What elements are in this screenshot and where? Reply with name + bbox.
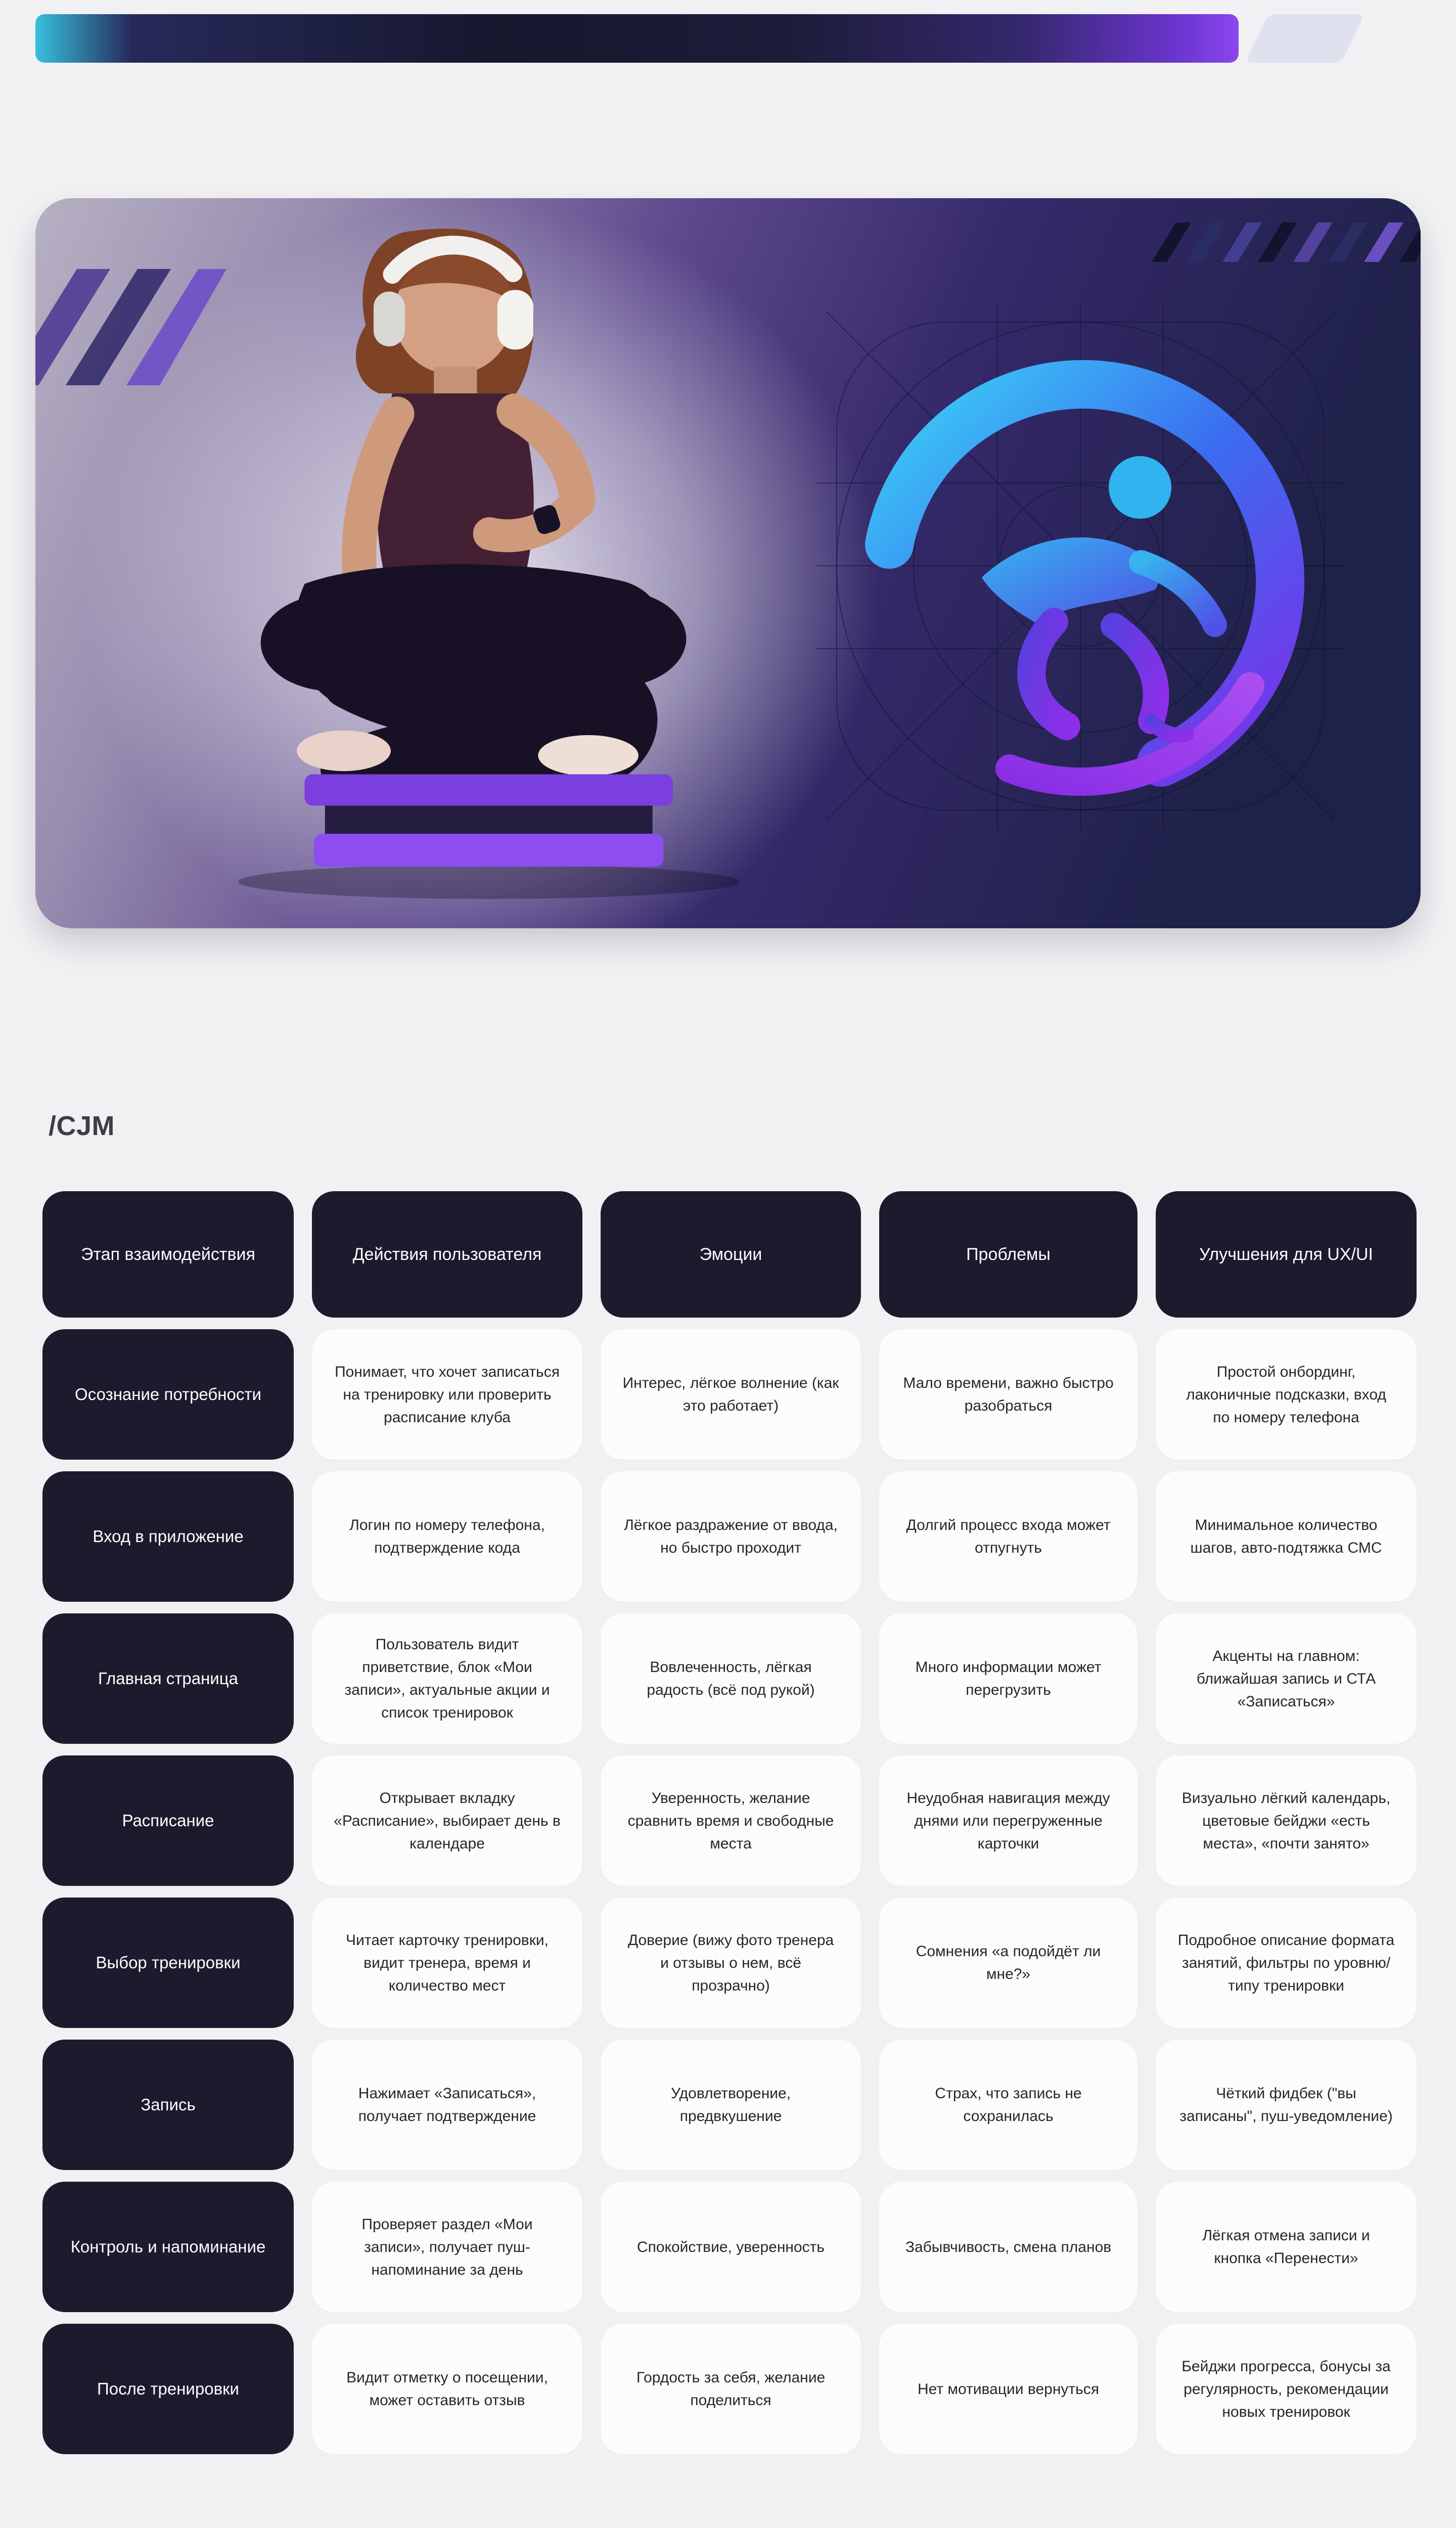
cjm-cell: Доверие (вижу фото тренера и отзывы о не…	[601, 1898, 861, 2028]
cjm-stage: Осознание потребности	[42, 1329, 294, 1460]
hatch-left	[35, 269, 226, 385]
cjm-cell: Чёткий фидбек ("вы записаны", пуш-уведом…	[1156, 2040, 1417, 2170]
cjm-stage: Запись	[42, 2040, 294, 2170]
hatch-top-right	[1152, 222, 1421, 262]
top-decor-bar-tail	[1245, 14, 1365, 63]
cjm-cell: Лёгкая отмена записи и кнопка «Перенести…	[1156, 2182, 1417, 2312]
cjm-col-header: Улучшения для UX/UI	[1156, 1191, 1417, 1318]
cjm-cell: Мало времени, важно быстро разобраться	[879, 1329, 1138, 1460]
cjm-cell: Понимает, что хочет записаться на тренир…	[312, 1329, 582, 1460]
cjm-cell: Пользователь видит приветствие, блок «Мо…	[312, 1613, 582, 1744]
cjm-cell: Открывает вкладку «Расписание», выбирает…	[312, 1755, 582, 1886]
cjm-stage: Главная страница	[42, 1613, 294, 1744]
cjm-cell: Вовлеченность, лёгкая радость (всё под р…	[601, 1613, 861, 1744]
cjm-stage: Контроль и напоминание	[42, 2182, 294, 2312]
cjm-cell: Забывчивость, смена планов	[879, 2182, 1138, 2312]
cjm-cell: Логин по номеру телефона, подтверждение …	[312, 1471, 582, 1602]
cjm-cell: Лёгкое раздражение от ввода, но быстро п…	[601, 1471, 861, 1602]
top-decor-bar	[35, 14, 1239, 63]
cjm-cell: Уверенность, желание сравнить время и св…	[601, 1755, 861, 1886]
cjm-col-header: Проблемы	[879, 1191, 1138, 1318]
woman-photo-illustration	[238, 229, 740, 899]
hero-illustration	[35, 198, 1421, 928]
cjm-cell: Удовлетворение, предвкушение	[601, 2040, 861, 2170]
cjm-cell: Подробное описание формата занятий, филь…	[1156, 1898, 1417, 2028]
cjm-cell: Бейджи прогресса, бонусы за регулярность…	[1156, 2324, 1417, 2454]
cjm-stage: Расписание	[42, 1755, 294, 1886]
cjm-cell: Гордость за себя, желание поделиться	[601, 2324, 861, 2454]
cjm-cell: Визуально лёгкий календарь, цветовые бей…	[1156, 1755, 1417, 1886]
cjm-cell: Акценты на главном: ближайшая запись и С…	[1156, 1613, 1417, 1744]
cjm-cell: Минимальное количество шагов, авто-подтя…	[1156, 1471, 1417, 1602]
cjm-cell: Страх, что запись не сохранилась	[879, 2040, 1138, 2170]
cjm-cell: Читает карточку тренировки, видит тренер…	[312, 1898, 582, 2028]
cjm-cell: Простой онбординг, лаконичные подсказки,…	[1156, 1329, 1417, 1460]
cjm-col-header: Действия пользователя	[312, 1191, 582, 1318]
cjm-cell: Много информации может перегрузить	[879, 1613, 1138, 1744]
cjm-cell: Видит отметку о посещении, может оставит…	[312, 2324, 582, 2454]
cjm-stage: После тренировки	[42, 2324, 294, 2454]
cjm-heading: /CJM	[49, 1111, 115, 1141]
cjm-cell: Долгий процесс входа может отпугнуть	[879, 1471, 1138, 1602]
hero-banner	[35, 198, 1421, 928]
cjm-cell: Неудобная навигация между днями или пере…	[879, 1755, 1138, 1886]
app-logo-runner	[865, 360, 1305, 796]
cjm-cell: Проверяет раздел «Мои записи», получает …	[312, 2182, 582, 2312]
cjm-col-header: Эмоции	[601, 1191, 861, 1318]
cjm-stage: Вход в приложение	[42, 1471, 294, 1602]
cjm-cell: Спокойствие, уверенность	[601, 2182, 861, 2312]
cjm-stage: Выбор тренировки	[42, 1898, 294, 2028]
cjm-table: Этап взаимодействия Действия пользовател…	[42, 1191, 1417, 2454]
cjm-cell: Нажимает «Записаться», получает подтверж…	[312, 2040, 582, 2170]
cjm-cell: Интерес, лёгкое волнение (как это работа…	[601, 1329, 861, 1460]
cjm-col-header: Этап взаимодействия	[42, 1191, 294, 1318]
cjm-cell: Сомнения «а подойдёт ли мне?»	[879, 1898, 1138, 2028]
cjm-cell: Нет мотивации вернуться	[879, 2324, 1138, 2454]
